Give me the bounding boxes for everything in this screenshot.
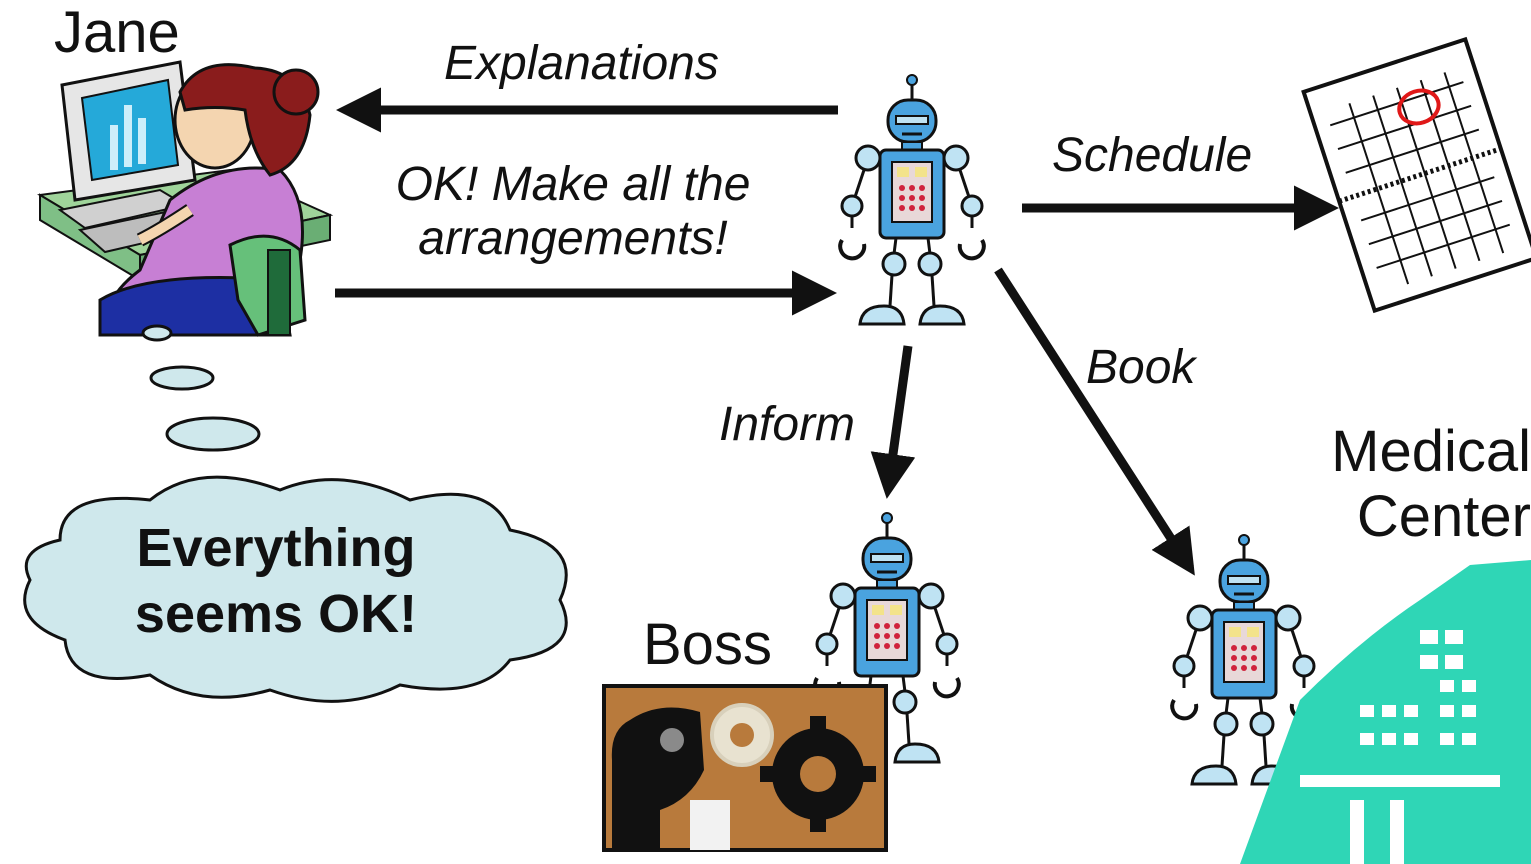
- thought-dots: [141, 324, 261, 452]
- main-agent-robot: [838, 73, 986, 326]
- book-arrow: [994, 267, 1195, 576]
- thought-cloud: [23, 475, 568, 703]
- medical-center-building: [1240, 560, 1531, 864]
- inform-label: Inform: [719, 398, 856, 451]
- medical-center-label: Medical Center: [1316, 419, 1531, 550]
- inform-arrow: [870, 345, 916, 499]
- medical-center-line-2: Center: [1356, 483, 1531, 549]
- explanations-label: Explanations: [444, 37, 719, 90]
- ok-line-2: arrangements!: [418, 211, 728, 265]
- boss-label: Boss: [643, 612, 772, 677]
- ok-line-1: OK! Make all the: [395, 158, 751, 211]
- gear-icon: [760, 716, 876, 832]
- arrows: [335, 87, 1339, 576]
- calendar-icon: [1301, 36, 1531, 314]
- book-label: Book: [1086, 341, 1196, 394]
- thought-line-2: seems OK!: [134, 583, 418, 644]
- ok-make-arrangements-label: OK! Make all the arrangements!: [378, 158, 768, 266]
- thought-line-1: Everything: [136, 518, 416, 578]
- medical-center-line-1: Medical: [1331, 419, 1531, 484]
- schedule-label: Schedule: [1052, 129, 1253, 182]
- jane-illustration: [37, 60, 334, 337]
- thought-text: Everything seems OK!: [96, 516, 456, 648]
- jane-label: Jane: [54, 0, 180, 65]
- boss-illustration: [602, 684, 888, 852]
